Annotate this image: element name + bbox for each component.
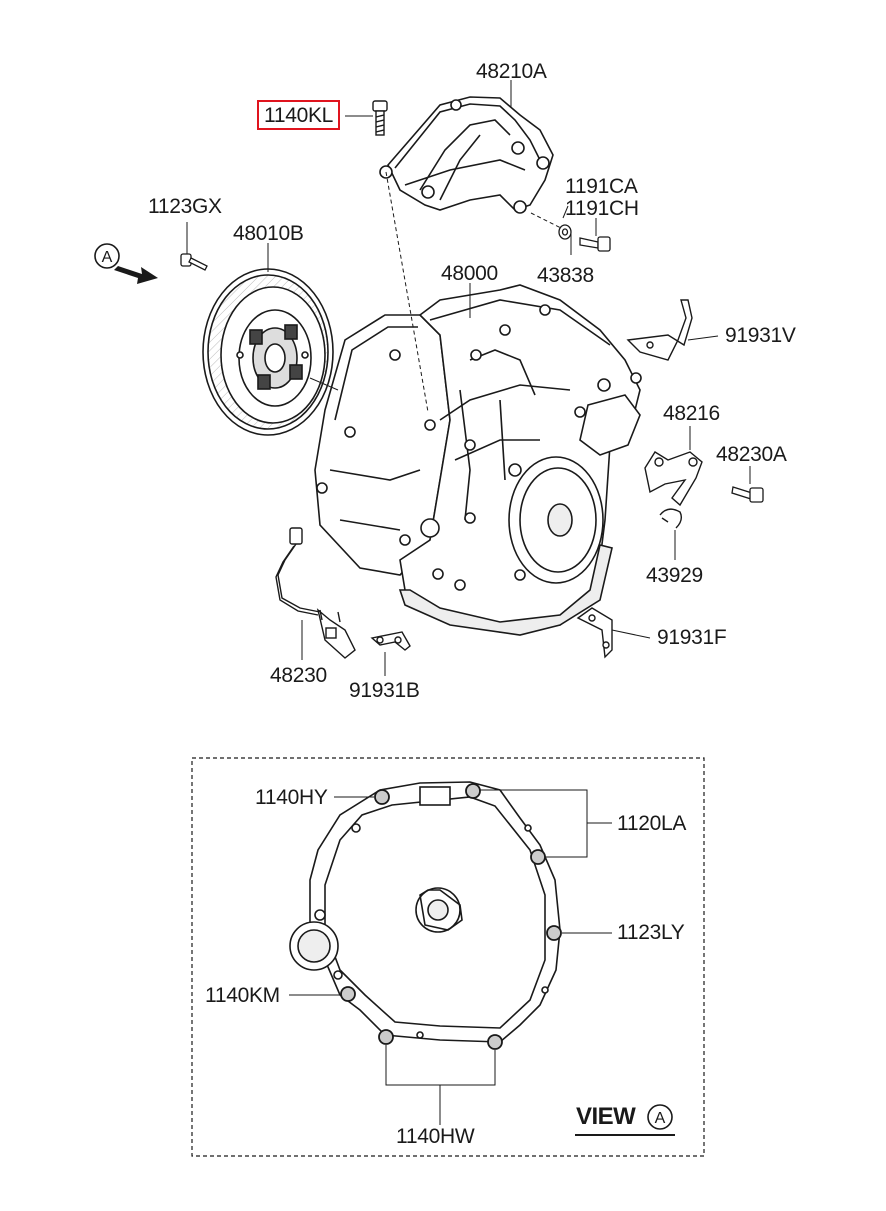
sensor-48230 — [275, 527, 356, 659]
washer-43838 — [558, 224, 572, 240]
inset-leader-lines — [289, 789, 612, 1125]
view-marker-letter: A — [102, 249, 113, 266]
drive-plate-48010b — [202, 268, 334, 436]
mount-bracket-48210a — [379, 96, 554, 214]
bracket-91931b — [370, 631, 411, 651]
clip-43929 — [659, 508, 683, 529]
transaxle-assembly-48000 — [314, 284, 642, 636]
label-91931v: 91931V — [725, 324, 796, 347]
view-title-underline — [575, 1134, 675, 1136]
label-48230: 48230 — [270, 664, 327, 687]
view-a-inset-frame — [191, 757, 705, 1157]
label-1191ch: 1191CH — [565, 197, 639, 220]
label-1191ca: 1191CA — [565, 175, 638, 198]
bolt-1140kl — [372, 100, 388, 136]
label-1123ly: 1123LY — [617, 921, 685, 944]
label-1140hy: 1140HY — [255, 786, 328, 809]
view-a-letter-icon: A — [647, 1104, 673, 1130]
leader-lines — [186, 80, 751, 676]
view-arrow-icon: A — [94, 243, 158, 284]
label-48216: 48216 — [663, 402, 720, 425]
bolt-holes-inset — [340, 783, 562, 1050]
bolt-1191ca — [579, 236, 611, 252]
view-title: VIEW — [576, 1103, 636, 1130]
bracket-91931v — [626, 299, 693, 361]
label-1120la: 1120LA — [617, 812, 687, 835]
label-1123gx: 1123GX — [148, 195, 222, 218]
bracket-48216 — [644, 451, 703, 507]
bolt-1123gx — [180, 253, 208, 271]
label-43929: 43929 — [646, 564, 703, 587]
label-91931f: 91931F — [657, 626, 727, 649]
label-1140km: 1140KM — [205, 984, 280, 1007]
label-48000: 48000 — [441, 262, 498, 285]
label-91931b: 91931B — [349, 679, 420, 702]
view-title-letter: A — [655, 1110, 666, 1127]
label-48010b: 48010B — [233, 222, 304, 245]
label-1140kl-highlighted: 1140KL — [257, 100, 341, 130]
label-43838: 43838 — [537, 264, 594, 287]
label-48210a: 48210A — [476, 60, 547, 83]
bracket-91931f — [576, 607, 613, 659]
bolt-48230a — [731, 486, 764, 503]
label-1140hw: 1140HW — [396, 1125, 475, 1148]
label-48230a: 48230A — [716, 443, 787, 466]
housing-face-view-a — [289, 781, 561, 1043]
